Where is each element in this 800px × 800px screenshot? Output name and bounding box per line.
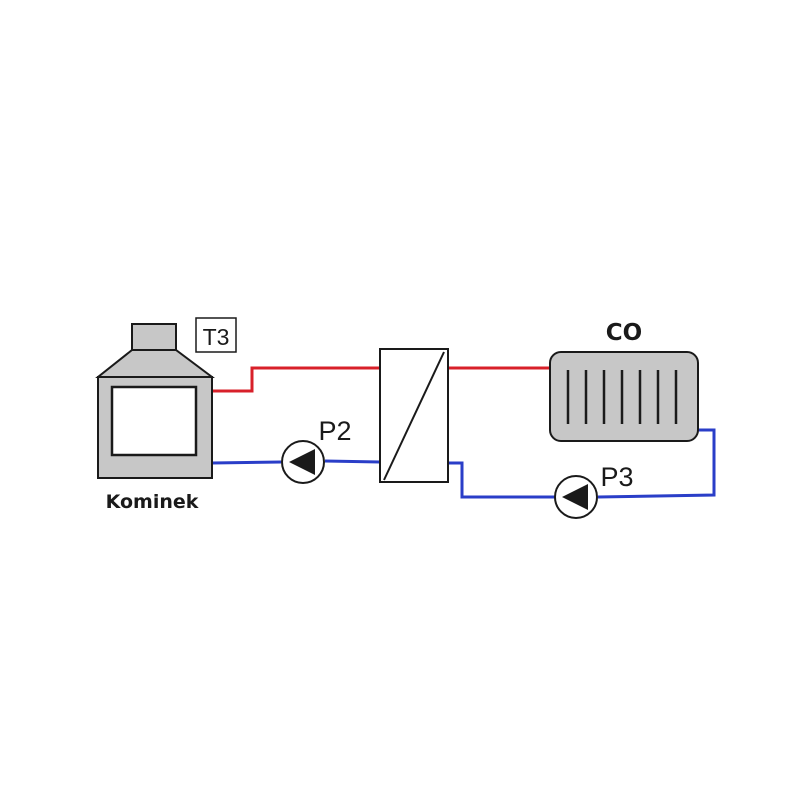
pump-p3-label: P3	[600, 462, 633, 492]
return-pipe-exchanger-to-fireplace	[211, 460, 282, 465]
fireplace-chimney	[131, 323, 177, 351]
sensor-t3-box	[195, 317, 237, 353]
radiator-fins	[566, 370, 678, 424]
radiator-label: CO	[606, 320, 642, 346]
heat-exchanger	[379, 348, 449, 483]
return-pipe-exchanger-to-p3	[448, 461, 555, 499]
heat-exchanger-diagonal	[383, 351, 445, 481]
pump-p3-arrow-icon	[562, 484, 588, 510]
pump-p2-label: P2	[318, 416, 351, 446]
fireplace	[95, 323, 215, 479]
pump-p3: P3	[554, 462, 634, 519]
radiator: CO	[549, 320, 699, 442]
supply-pipe-fireplace-to-exchanger	[212, 366, 380, 393]
fireplace-label: Kominek	[106, 491, 199, 513]
sensor-t3-label: T3	[203, 324, 230, 350]
fireplace-door	[110, 385, 198, 457]
pump-p2: P2	[281, 416, 352, 484]
return-pipe-p3-to-radiator	[597, 428, 716, 499]
pump-p2-arrow-icon	[289, 449, 315, 475]
fireplace-hood	[95, 349, 215, 378]
return-pipe-p2-to-exchanger	[324, 459, 381, 464]
sensor-t3: T3	[195, 317, 237, 353]
